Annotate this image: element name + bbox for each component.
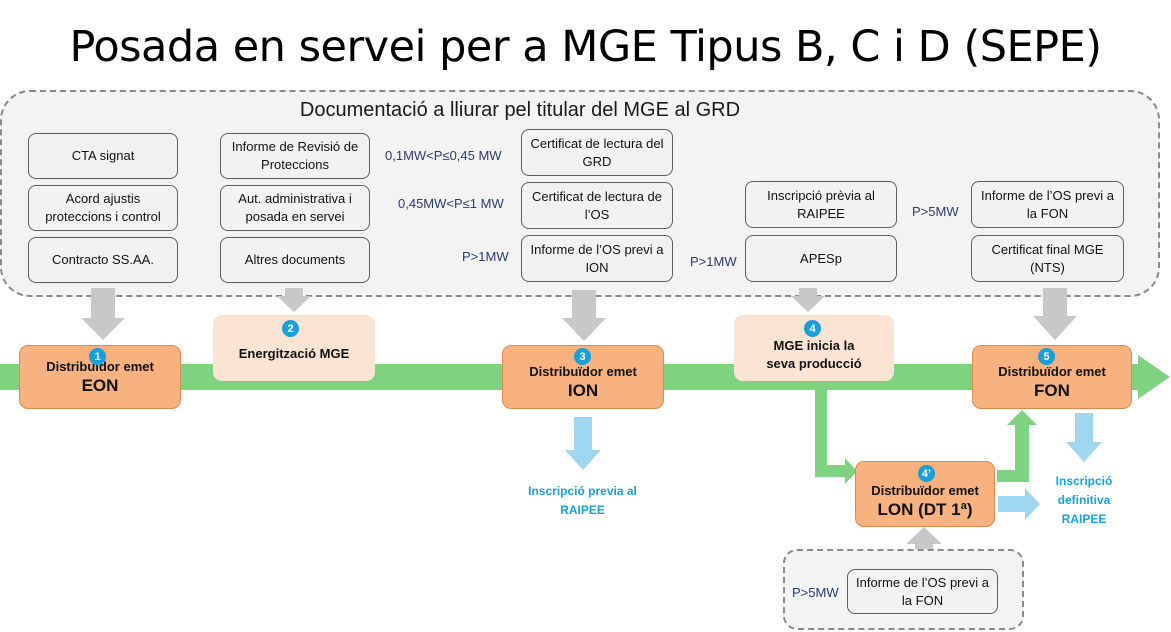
doc-contracto-ssaa: Contracto SS.AA. — [28, 237, 178, 283]
threshold-label: P>5MW — [792, 585, 839, 600]
page-title: Posada en servei per a MGE Tipus B, C i … — [69, 22, 1102, 72]
doc-informe-revisio: Informe de Revisió de Proteccions — [220, 133, 370, 179]
step-badge: 4’ — [918, 465, 935, 482]
blue-arrow-ion — [565, 417, 601, 470]
green-branch-arrow — [815, 385, 857, 484]
doc-certificat-lectura-grd: Certificat de lectura del GRD — [521, 129, 673, 176]
outcome-inscripcio-previa: Inscripció previa al RAIPEE — [528, 484, 637, 517]
step-badge: 2 — [282, 320, 299, 337]
step-badge: 5 — [1038, 348, 1055, 365]
gray-arrow-to-ion — [562, 290, 606, 341]
gray-arrow-to-energitzacio — [277, 288, 311, 312]
milestone-title: Distribuïdor emet — [998, 363, 1106, 379]
milestone-code: EON — [81, 375, 119, 395]
doc-certificat-lectura-os: Certificat de lectura de l’OS — [521, 182, 673, 229]
green-up-arrow — [997, 410, 1037, 482]
milestone-code: ION — [567, 380, 599, 400]
documentation-heading: Documentació a lliurar pel titular del M… — [299, 99, 741, 121]
doc-inscripcio-previa-raipee: Inscripció prèvia al RAIPEE — [745, 181, 897, 228]
outcome-inscripcio-definitiva: Inscripció definitiva RAIPEE — [1055, 474, 1113, 526]
threshold-label: 0,1MW<P≤0,45 MW — [385, 148, 502, 163]
milestone-title: Distribuïdor emet — [529, 363, 637, 379]
gray-arrow-to-produccio — [791, 288, 825, 312]
step-badge: 1 — [89, 348, 106, 365]
gray-arrow-to-eon — [81, 288, 125, 340]
event-label: Energització MGE — [238, 346, 350, 361]
doc-cta-signat: CTA signat — [28, 133, 178, 179]
doc-informe-os-ion: Informe de l’OS previ a ION — [521, 235, 673, 282]
threshold-label: P>1MW — [690, 254, 737, 269]
threshold-label: P>1MW — [462, 249, 509, 264]
step-badge: 3 — [574, 348, 591, 365]
doc-aut-administrativa: Aut. administrativa i posada en servei — [220, 185, 370, 231]
doc-informe-os-fon: Informe de l’OS previ a la FON — [971, 181, 1124, 228]
milestone-code: LON (DT 1ª) — [877, 499, 973, 519]
gray-arrow-to-fon — [1033, 288, 1077, 340]
doc-apesp: APESp — [745, 235, 897, 282]
doc-certificat-final-mge: Certificat final MGE (NTS) — [971, 235, 1124, 282]
threshold-label: P>5MW — [912, 204, 959, 219]
step-badge: 4 — [804, 320, 821, 337]
milestone-code: FON — [1034, 380, 1070, 400]
blue-arrow-lon — [998, 488, 1040, 520]
milestone-title: Distribuïdor emet — [46, 358, 154, 374]
doc-altres-documents: Altres documents — [220, 237, 370, 283]
doc-acord-ajustis: Acord ajustis proteccions i control — [28, 185, 178, 231]
milestone-title: Distribuïdor emet — [871, 482, 979, 498]
event-label: MGE inicia la seva producció — [766, 338, 862, 371]
blue-arrow-fon — [1066, 413, 1102, 462]
doc-informe-os-fon-lon: Informe de l’OS previ a la FON — [847, 569, 998, 614]
milestone-ion: Distribuïdor emet ION — [502, 345, 664, 409]
threshold-label: 0,45MW<P≤1 MW — [398, 196, 504, 211]
